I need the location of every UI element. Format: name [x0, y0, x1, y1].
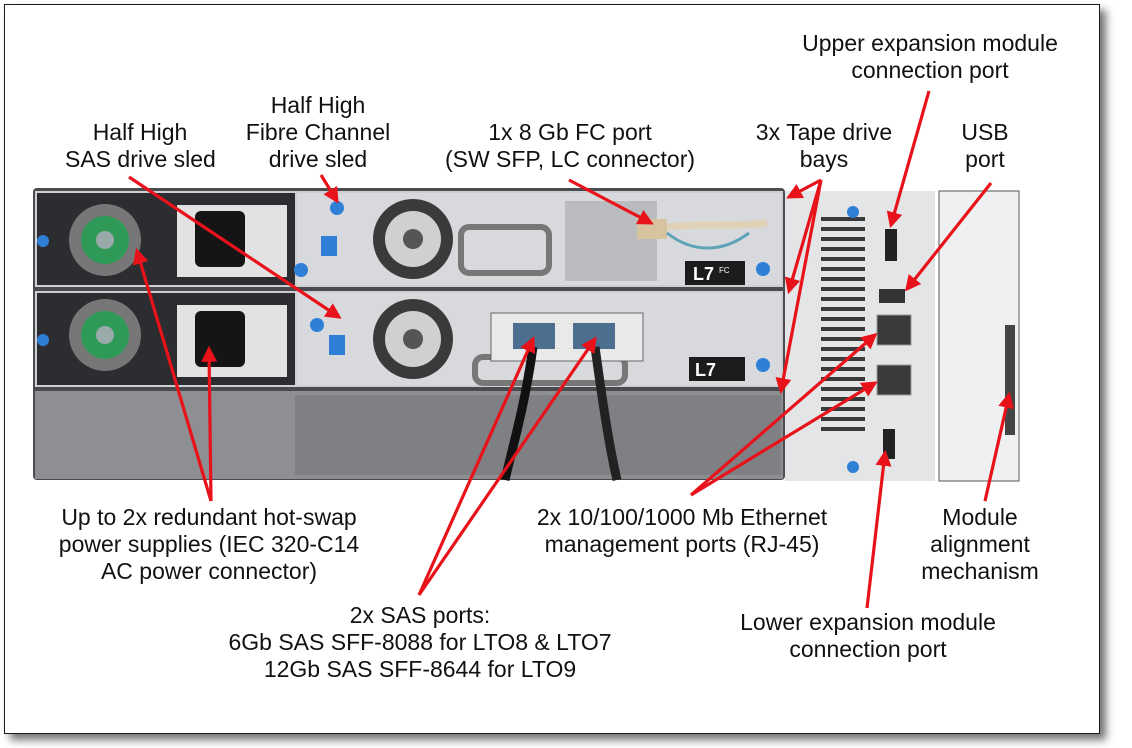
label-tape-drive-bays-line-1: 3x Tape drive	[755, 119, 893, 145]
usb-port	[879, 289, 905, 303]
arrow-power-2	[201, 345, 218, 502]
fc-fiber-cable	[666, 219, 768, 231]
sled-latch-2	[329, 335, 345, 355]
sas-cable-2	[590, 346, 622, 482]
label-sas-ports-line-1: 2x SAS ports:	[349, 602, 491, 628]
l7-badge-top-sub: FC	[719, 266, 730, 275]
center-knob-1	[847, 206, 859, 218]
label-power-supplies-line-1: Up to 2x redundant hot-swap	[61, 504, 357, 530]
arrow-tape-bays-3	[775, 179, 823, 395]
sled-knob-1	[330, 201, 344, 215]
ethernet-port-2	[876, 364, 912, 396]
label-sas-ports: 2x SAS ports: 6Gb SAS SFF-8088 for LTO8 …	[195, 602, 645, 683]
ethernet-port-1	[876, 314, 912, 346]
label-upper-expansion-port-line-1: Upper expansion module	[802, 30, 1058, 56]
arrow-tape-bays-2	[784, 179, 823, 295]
label-usb-port-line-2: port	[965, 146, 1005, 172]
psu-knob-1	[37, 235, 49, 247]
arrow-ethernet-2	[690, 381, 878, 497]
tape-library-rear-view: L7 FC L7	[33, 188, 1020, 482]
label-tape-drive-bays-line-2: bays	[799, 146, 849, 172]
label-alignment-mechanism-line-2: alignment	[930, 531, 1030, 557]
top-sled-handle	[458, 224, 552, 276]
label-alignment-mechanism-line-3: mechanism	[921, 558, 1039, 584]
label-ethernet-ports-line-2: management ports (RJ-45)	[544, 531, 820, 557]
label-fc-port: 1x 8 Gb FC port (SW SFP, LC connector)	[425, 119, 715, 173]
figure-frame: L7 FC L7	[4, 4, 1100, 734]
arrow-fc-port	[568, 178, 654, 225]
label-power-supplies: Up to 2x redundant hot-swap power suppli…	[39, 504, 379, 585]
label-sas-ports-line-2: 6Gb SAS SFF-8088 for LTO8 & LTO7	[228, 629, 612, 655]
arrow-power-1	[132, 247, 213, 502]
label-upper-expansion-port-line-2: connection port	[851, 57, 1009, 83]
label-fc-drive-sled-line-1: Half High	[270, 92, 366, 118]
arrow-ethernet-1	[689, 332, 878, 497]
vent-grille	[821, 217, 865, 431]
alignment-mechanism	[1005, 325, 1015, 435]
label-ethernet-ports-line-1: 2x 10/100/1000 Mb Ethernet	[536, 504, 828, 530]
label-sas-drive-sled-line-1: Half High	[92, 119, 188, 145]
label-upper-expansion-port: Upper expansion module connection port	[785, 30, 1075, 84]
callout-arrows	[128, 90, 1014, 609]
arrow-tape-bays-1	[786, 178, 822, 199]
l7-badge-bottom	[689, 357, 745, 381]
fc-fiber-cable-2	[666, 231, 750, 250]
sled-knob-2	[294, 263, 308, 277]
l7-badge-top-text: L7	[693, 264, 714, 284]
l7-badge-bottom-text: L7	[695, 360, 716, 380]
arrow-sas-ports-2	[417, 336, 597, 596]
label-power-supplies-line-3: AC power connector)	[100, 558, 318, 584]
psu-fan-top-center	[96, 231, 114, 249]
psu-fan-bottom-center	[96, 326, 114, 344]
label-sas-ports-line-3: 12Gb SAS SFF-8644 for LTO9	[263, 656, 577, 682]
sled-knob-3	[310, 318, 324, 332]
label-usb-port-line-1: USB	[961, 119, 1009, 145]
arrow-usb	[905, 182, 993, 292]
psu-knob-2	[37, 334, 49, 346]
drive-fan-bottom-hub	[403, 329, 423, 349]
label-sas-drive-sled: Half High SAS drive sled	[65, 119, 216, 173]
label-sas-drive-sled-line-2: SAS drive sled	[65, 146, 216, 172]
arrow-fc-sled	[319, 174, 339, 204]
label-tape-drive-bays: 3x Tape drive bays	[739, 119, 909, 173]
label-alignment-mechanism: Module alignment mechanism	[915, 504, 1045, 585]
label-lower-expansion-port-line-2: connection port	[789, 636, 947, 662]
label-alignment-mechanism-line-1: Module	[942, 504, 1018, 530]
label-fc-port-line-2: (SW SFP, LC connector)	[444, 146, 696, 172]
arrow-sas-sled	[128, 175, 342, 319]
label-lower-expansion-port: Lower expansion module connection port	[723, 609, 1013, 663]
sled-latch-1	[321, 236, 337, 256]
label-fc-port-line-1: 1x 8 Gb FC port	[488, 119, 652, 145]
arrow-sas-ports-1	[417, 336, 536, 596]
blank-bay-panel	[295, 395, 781, 475]
label-usb-port: USB port	[940, 119, 1030, 173]
arrow-alignment	[983, 391, 1014, 502]
label-lower-expansion-port-line-1: Lower expansion module	[740, 609, 996, 635]
arrow-lower-expansion	[865, 449, 892, 609]
sled-knob-4	[756, 262, 770, 276]
arrow-upper-expansion	[886, 90, 931, 229]
label-ethernet-ports: 2x 10/100/1000 Mb Ethernet management po…	[517, 504, 847, 558]
center-knob-2	[847, 461, 859, 473]
label-power-supplies-line-2: power supplies (IEC 320-C14	[58, 531, 360, 557]
label-fc-drive-sled-line-2: Fibre Channel	[245, 119, 391, 145]
l7-badge-top	[685, 261, 745, 285]
upper-expansion-port	[885, 229, 897, 261]
drive-fan-top-hub	[403, 229, 423, 249]
label-fc-drive-sled: Half High Fibre Channel drive sled	[243, 92, 393, 173]
sled-knob-5	[756, 358, 770, 372]
label-fc-drive-sled-line-3: drive sled	[268, 146, 368, 172]
